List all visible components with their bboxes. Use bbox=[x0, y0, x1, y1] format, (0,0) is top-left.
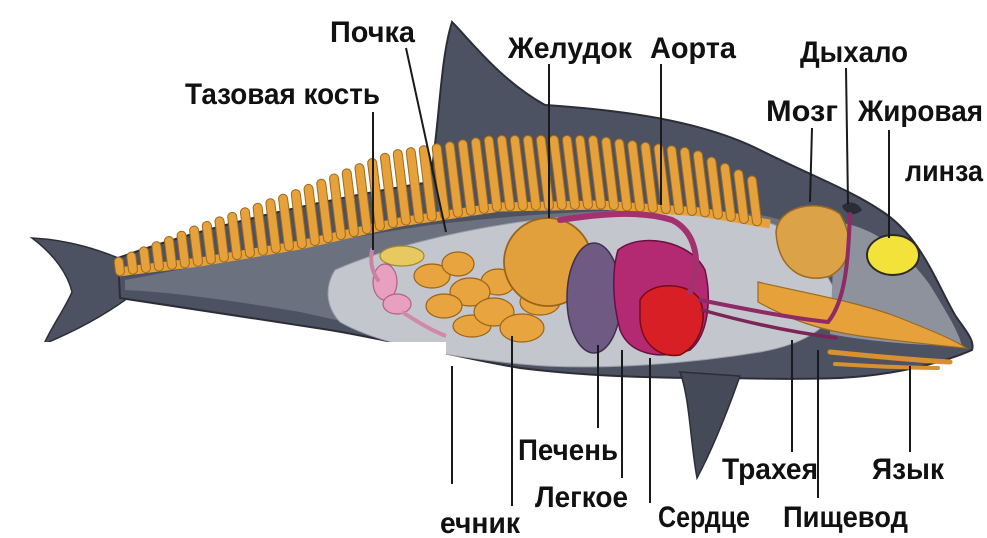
label-lung: Легкое bbox=[535, 481, 628, 514]
kidney bbox=[380, 246, 424, 266]
label-intestine: ечник bbox=[440, 507, 521, 538]
label-liver: Печень bbox=[518, 434, 618, 467]
pointer-line-blowhole bbox=[846, 68, 848, 204]
label-blowhole: Дыхало bbox=[800, 36, 908, 69]
intestine-loop bbox=[426, 294, 462, 318]
bladder-coil bbox=[383, 294, 411, 314]
label-brain: Мозг bbox=[766, 95, 838, 128]
label-fat-lens-line2: линза bbox=[905, 155, 983, 188]
label-trachea: Трахея bbox=[722, 453, 818, 486]
intestine-loop bbox=[500, 314, 544, 342]
label-stomach: Желудок bbox=[507, 32, 633, 65]
label-tongue: Язык bbox=[872, 453, 945, 486]
label-pelvic-bone: Тазовая кость bbox=[185, 78, 380, 111]
label-kidney: Почка bbox=[330, 16, 415, 49]
vertebra bbox=[114, 257, 125, 277]
label-aorta: Аорта bbox=[650, 32, 736, 65]
white-overlay-box bbox=[0, 342, 446, 538]
label-heart: Сердце bbox=[658, 501, 750, 534]
tail-fluke bbox=[32, 238, 128, 344]
fat-lens bbox=[867, 235, 919, 275]
heart bbox=[640, 286, 703, 356]
liver bbox=[567, 243, 621, 353]
intestine-loop bbox=[442, 252, 474, 276]
label-fat-lens-line1: Жировая bbox=[857, 95, 983, 128]
label-esophagus: Пищевод bbox=[783, 501, 908, 534]
